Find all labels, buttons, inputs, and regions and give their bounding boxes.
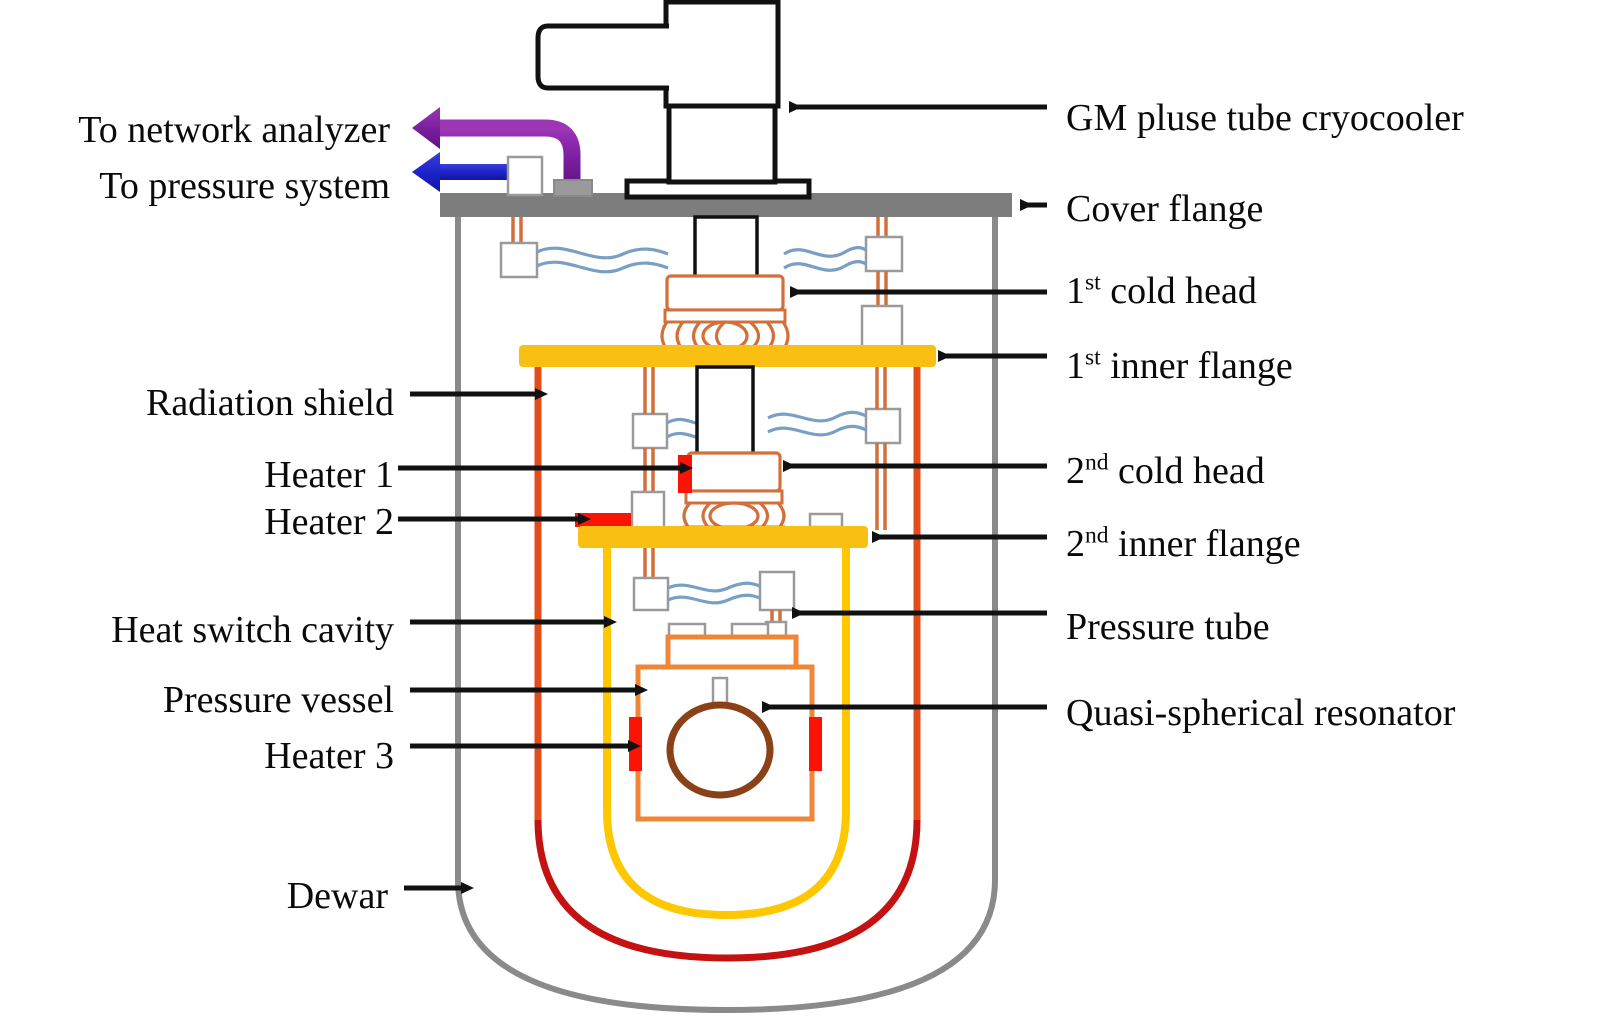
inner-flange-1: [519, 345, 936, 367]
label-second-inner-flange-rest: inner flange: [1108, 523, 1301, 565]
cryocooler-cold-finger-upper: [693, 215, 759, 279]
heater-2-element: [575, 513, 631, 527]
label-second-cold-head-sup: nd: [1085, 449, 1109, 476]
label-first-cold-head-num: 1: [1066, 270, 1085, 312]
cryocooler-neck: [666, 101, 778, 185]
label-pressure-vessel: Pressure vessel: [162, 679, 394, 721]
quasi-spherical-resonator: [666, 701, 774, 799]
network-feedthrough-connector: [553, 179, 593, 197]
label-second-inner-flange-num: 2: [1066, 523, 1085, 565]
label-first-inner-flange-sup: st: [1085, 344, 1101, 371]
pressure-system-line: [432, 164, 510, 180]
heater-3-left-element: [629, 717, 642, 771]
thermal-link-block-1-right-lower: [860, 304, 904, 350]
cold-head-2-mid-plate: [684, 489, 784, 505]
label-first-cold-head-sup: st: [1085, 269, 1101, 296]
label-heater-3: Heater 3: [264, 735, 394, 777]
blue-arrow-head: [412, 152, 440, 192]
label-dewar: Dewar: [286, 875, 388, 917]
label-to-pressure-system: To pressure system: [99, 165, 390, 207]
thermal-braid-1-left-lower: [536, 260, 669, 274]
thermal-link-block-3-right: [758, 570, 796, 612]
label-first-inner-flange-rest: inner flange: [1100, 345, 1293, 387]
heater-1-element: [678, 455, 692, 493]
cryocooler-cold-finger-lower: [695, 365, 755, 457]
pressure-vessel-neck: [665, 634, 799, 672]
label-to-network-analyzer: To network analyzer: [78, 109, 390, 151]
label-first-inner-flange-num: 1: [1066, 345, 1085, 387]
label-first-cold-head-rest: cold head: [1100, 270, 1257, 312]
thermal-braid-2-right-lower: [767, 424, 867, 437]
label-radiation-shield: Radiation shield: [145, 382, 394, 424]
label-first-cold-head: 1st cold head: [1066, 269, 1257, 312]
thermal-link-block-2-right: [864, 407, 902, 445]
radiation-shield-bottom: [534, 819, 921, 962]
pressure-system-port: [506, 155, 544, 197]
purple-arrow-head: [412, 107, 440, 149]
dewar-vessel: [455, 205, 998, 1014]
cold-head-2-upper-block: [686, 451, 782, 493]
inner-flange-2: [578, 526, 868, 548]
thermal-braid-1-right-upper: [783, 246, 867, 258]
label-second-cold-head-rest: cold head: [1108, 450, 1265, 492]
cold-head-2-bellows: [682, 501, 786, 531]
heater-3-right-element: [809, 717, 822, 771]
thermal-link-block-2-left: [631, 412, 669, 450]
label-pressure-tube: Pressure tube: [1066, 606, 1270, 648]
label-first-inner-flange: 1st inner flange: [1066, 344, 1293, 387]
thermal-link-block-1-left: [499, 241, 539, 279]
label-heater-2: Heater 2: [264, 501, 394, 543]
cold-head-1-upper-block: [665, 274, 785, 312]
thermal-braid-1-left-upper: [536, 246, 669, 260]
label-heat-switch-cavity: Heat switch cavity: [111, 609, 394, 651]
cryocooler-body: [663, 0, 781, 109]
label-gm-pulse-tube-cryocooler: GM pluse tube cryocooler: [1066, 97, 1464, 139]
label-second-cold-head: 2nd cold head: [1066, 449, 1265, 492]
network-analyzer-cable: [428, 119, 581, 188]
heat-switch-cavity-bottom: [603, 809, 850, 920]
thermal-braid-1-right-lower: [783, 260, 867, 272]
label-second-inner-flange: 2nd inner flange: [1066, 522, 1301, 565]
thermal-link-block-3-left: [632, 576, 670, 612]
thermal-link-block-1-right: [864, 235, 904, 273]
thermal-braid-3-lower: [667, 593, 761, 605]
label-quasi-spherical-resonator: Quasi-spherical resonator: [1066, 692, 1456, 734]
thermal-braid-2-right-upper: [767, 410, 867, 423]
label-second-cold-head-num: 2: [1066, 450, 1085, 492]
cryocooler-side-block: [535, 23, 669, 91]
label-second-inner-flange-sup: nd: [1085, 522, 1109, 549]
flange-2-stub: [808, 512, 844, 529]
cold-head-1-mid-plate: [663, 308, 787, 324]
label-cover-flange: Cover flange: [1066, 188, 1264, 230]
thermal-braid-3-upper: [667, 581, 761, 593]
label-heater-1: Heater 1: [264, 454, 394, 496]
